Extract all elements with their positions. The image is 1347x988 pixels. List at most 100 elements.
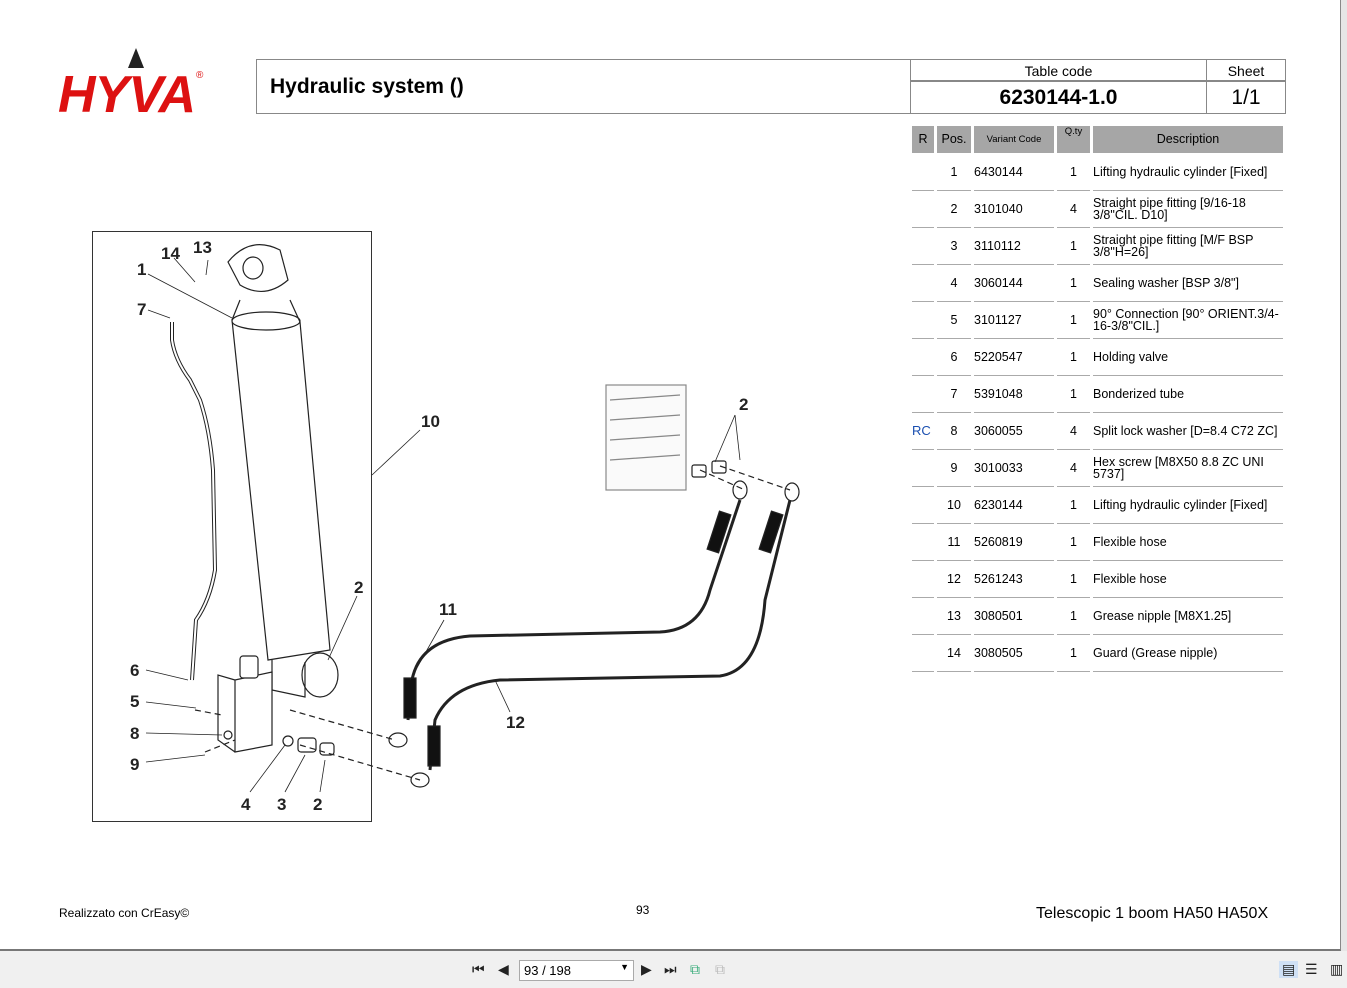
back-view-icon[interactable]: ⧉	[690, 961, 700, 977]
flexible-hose-11	[406, 499, 742, 721]
r-cell	[912, 487, 934, 524]
variant-code-cell: 3101127	[974, 302, 1054, 339]
pos-cell: 11	[937, 524, 971, 561]
variant-code-cell: 3110112	[974, 228, 1054, 265]
r-cell	[912, 635, 934, 672]
qty-cell: 1	[1057, 302, 1090, 339]
qty-cell: 4	[1057, 413, 1090, 450]
variant-code-cell: 5220547	[974, 339, 1054, 376]
description-cell: Grease nipple [M8X1.25]	[1093, 598, 1283, 635]
callout-3: 3	[277, 795, 286, 814]
sheet-value: 1/1	[1231, 86, 1261, 109]
callout-13: 13	[193, 238, 212, 257]
hyva-logo: HYVA ®	[58, 48, 204, 116]
callout-11: 11	[439, 600, 457, 619]
r-cell	[912, 228, 934, 265]
description-cell: Hex screw [M8X50 8.8 ZC UNI 5737]	[1093, 450, 1283, 487]
callout-2: 2	[313, 795, 322, 814]
qty-cell: 1	[1057, 265, 1090, 302]
pos-cell: 6	[937, 339, 971, 376]
continuous-view-icon[interactable]: ☰	[1305, 961, 1318, 977]
variant-code-cell: 3060144	[974, 265, 1054, 302]
callout-8: 8	[130, 724, 139, 743]
table-code-label: Table code	[911, 60, 1206, 82]
cylinder-bottom-eye	[301, 652, 339, 698]
callout-2: 2	[354, 578, 363, 597]
qty-cell: 1	[1057, 228, 1090, 265]
previous-page-button[interactable]: ◀	[498, 961, 509, 977]
pos-cell: 13	[937, 598, 971, 635]
chevron-down-icon: ▼	[620, 962, 629, 972]
callout-4: 4	[241, 795, 251, 814]
vertical-scrollbar[interactable]	[1341, 0, 1347, 951]
cylinder-eye	[227, 244, 301, 323]
qty-cell: 1	[1057, 487, 1090, 524]
r-cell	[912, 191, 934, 228]
pos-cell: 7	[937, 376, 971, 413]
r-cell	[912, 561, 934, 598]
r-cell	[912, 339, 934, 376]
page-selector-value: 93 / 198	[524, 963, 571, 978]
qty-cell: 4	[1057, 191, 1090, 228]
callout-1: 1	[137, 260, 146, 279]
qty-cell: 1	[1057, 339, 1090, 376]
first-page-button[interactable]: ⏮	[472, 961, 485, 977]
col-qty: Q.ty	[1057, 126, 1090, 153]
svg-text:®: ®	[196, 70, 204, 81]
col-variant-code: Variant Code	[974, 126, 1054, 153]
variant-code-cell: 3010033	[974, 450, 1054, 487]
cylinder-top	[231, 311, 301, 331]
col-description: Description	[1093, 126, 1283, 153]
last-page-button[interactable]: ⏭	[664, 961, 677, 977]
cylinder-body	[231, 319, 331, 661]
description-cell: Straight pipe fitting [9/16-18 3/8"CIL. …	[1093, 191, 1283, 228]
page-selector[interactable]: 93 / 198 ▼	[519, 960, 634, 981]
variant-code-cell: 3101040	[974, 191, 1054, 228]
r-cell	[912, 302, 934, 339]
callout-10: 10	[421, 412, 440, 431]
single-page-view-icon[interactable]: ▤	[1279, 961, 1299, 978]
callout-2: 2	[739, 395, 748, 414]
variant-code-cell: 5391048	[974, 376, 1054, 413]
svg-text:HYVA: HYVA	[58, 66, 196, 116]
variant-code-cell: 6430144	[974, 153, 1054, 191]
callout-6: 6	[130, 661, 139, 680]
page-number: 93	[636, 903, 650, 917]
table-code-box: Table code 6230144-1.0	[910, 59, 1207, 114]
qty-cell: 1	[1057, 635, 1090, 672]
holding-valve	[217, 671, 273, 753]
hydraulic-diagram: 14 13 1 7 10 2 2 11 12 6 5 8 9 4 3 2	[130, 238, 800, 814]
description-cell: Straight pipe fitting [M/F BSP 3/8"H=26]	[1093, 228, 1283, 265]
model-name: Telescopic 1 boom HA50 HA50X	[1036, 905, 1269, 922]
cylinder-detail-frame	[92, 231, 372, 822]
r-cell	[912, 376, 934, 413]
next-page-button[interactable]: ▶	[641, 961, 652, 977]
table-code: 6230144-1.0	[999, 86, 1118, 109]
col-r: R	[912, 126, 934, 153]
description-cell: Flexible hose	[1093, 524, 1283, 561]
pos-cell: 5	[937, 302, 971, 339]
description-cell: Lifting hydraulic cylinder [Fixed]	[1093, 153, 1283, 191]
bonderized-tube	[170, 322, 218, 681]
description-cell: Lifting hydraulic cylinder [Fixed]	[1093, 487, 1283, 524]
r-cell	[912, 598, 934, 635]
forward-view-icon[interactable]: ⧉	[715, 961, 725, 977]
pos-cell: 12	[937, 561, 971, 598]
two-page-view-icon[interactable]: ▥	[1330, 961, 1344, 977]
qty-cell: 1	[1057, 598, 1090, 635]
qty-cell: 1	[1057, 153, 1090, 191]
pos-cell: 8	[937, 413, 971, 450]
description-cell: Flexible hose	[1093, 561, 1283, 598]
qty-cell: 1	[1057, 561, 1090, 598]
callout-9: 9	[130, 755, 139, 774]
